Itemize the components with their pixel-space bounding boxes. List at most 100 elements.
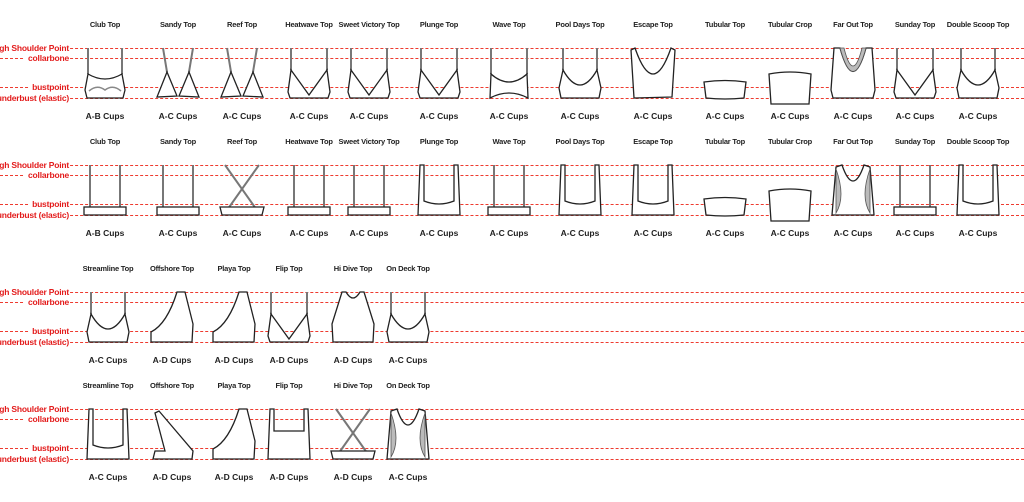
garment-vneck-drawing — [347, 48, 391, 99]
garment-scoop-drawing — [86, 292, 130, 343]
cup-size-label: A-D Cups — [333, 472, 373, 482]
garment-band-drawing — [83, 165, 127, 216]
garment-square-drawing — [267, 408, 311, 460]
garment-name: Playa Top — [217, 381, 251, 390]
garment-ushape-drawing — [956, 164, 1000, 216]
guide-label-underbust: underbust (elastic) — [0, 454, 69, 464]
garment-cross-drawing — [330, 408, 376, 460]
garment-name: Hi Dive Top — [333, 264, 373, 273]
guide-label-collarbone: collarbone — [25, 297, 69, 307]
cup-size-label: A-D Cups — [333, 355, 373, 365]
cup-size-label: A-C Cups — [289, 228, 329, 238]
garment-band-drawing — [347, 165, 391, 216]
cup-size-label: A-C Cups — [833, 228, 873, 238]
garment-name: Wave Top — [492, 20, 526, 29]
garment-name: Double Scoop Top — [946, 137, 1010, 146]
garment-ushape-drawing — [558, 164, 602, 216]
garment-name: Sweet Victory Top — [338, 137, 400, 146]
garment-name: Heatwave Top — [285, 137, 333, 146]
guide-line-bustpoint — [0, 204, 1024, 205]
garment-name: Pool Days Top — [555, 137, 605, 146]
guide-label-hsp: High Shoulder Point — [0, 160, 69, 170]
cup-size-label: A-C Cups — [349, 228, 389, 238]
garment-name: Reef Top — [227, 20, 257, 29]
guide-line-underbust — [0, 459, 1024, 460]
guide-line-collarbone — [0, 302, 1024, 303]
garment-scoop-drawing — [956, 48, 1000, 99]
guide-label-hsp: High Shoulder Point — [0, 287, 69, 297]
guide-label-collarbone: collarbone — [25, 53, 69, 63]
cup-size-label: A-D Cups — [152, 355, 192, 365]
garment-tri-drawing — [156, 47, 200, 98]
guide-label-underbust: underbust (elastic) — [0, 93, 69, 103]
guide-label-hsp: High Shoulder Point — [0, 404, 69, 414]
garment-tri-drawing — [220, 47, 264, 98]
guide-label-bustpoint: bustpoint — [29, 326, 69, 336]
garment-ushape-drawing — [631, 164, 675, 216]
garment-name: Double Scoop Top — [946, 20, 1010, 29]
guide-line-hsp — [0, 292, 1024, 293]
garment-vneck-drawing — [267, 292, 311, 343]
garment-ushape-drawing — [86, 408, 130, 460]
garment-vneck-drawing — [287, 48, 331, 99]
cup-size-label: A-D Cups — [152, 472, 192, 482]
garment-name: Sandy Top — [160, 137, 196, 146]
guide-line-bustpoint — [0, 448, 1024, 449]
guide-label-collarbone: collarbone — [25, 170, 69, 180]
garment-name: Tubular Crop — [767, 20, 813, 29]
garment-name: Sunday Top — [894, 20, 936, 29]
guide-line-hsp — [0, 165, 1024, 166]
guide-label-hsp: High Shoulder Point — [0, 43, 69, 53]
cup-size-label: A-C Cups — [158, 228, 198, 238]
cup-size-label: A-C Cups — [560, 111, 600, 121]
cup-size-label: A-C Cups — [958, 228, 998, 238]
cup-size-label: A-D Cups — [269, 355, 309, 365]
cup-size-label: A-D Cups — [214, 355, 254, 365]
guide-label-bustpoint: bustpoint — [29, 443, 69, 453]
garment-racer-drawing — [386, 408, 430, 460]
guide-label-bustpoint: bustpoint — [29, 199, 69, 209]
garment-name: Club Top — [89, 20, 121, 29]
cup-size-label: A-C Cups — [88, 355, 128, 365]
guide-label-underbust: underbust (elastic) — [0, 337, 69, 347]
guide-line-hsp — [0, 48, 1024, 49]
garment-club-drawing — [84, 48, 126, 99]
cup-size-label: A-D Cups — [214, 472, 254, 482]
garment-name: On Deck Top — [386, 264, 430, 273]
cup-size-label: A-C Cups — [88, 472, 128, 482]
garment-racer-drawing — [831, 164, 875, 216]
garment-farout-drawing — [830, 47, 876, 99]
cup-size-label: A-C Cups — [419, 228, 459, 238]
garment-band-drawing — [893, 165, 937, 216]
garment-name: Plunge Top — [419, 20, 459, 29]
guide-line-bustpoint — [0, 331, 1024, 332]
guide-line-collarbone — [0, 175, 1024, 176]
garment-name: Offshore Top — [149, 381, 195, 390]
garment-scoop-drawing — [558, 48, 602, 99]
cup-size-label: A-C Cups — [833, 111, 873, 121]
cup-size-label: A-C Cups — [349, 111, 389, 121]
cup-size-label: A-C Cups — [895, 228, 935, 238]
cup-size-label: A-C Cups — [770, 111, 810, 121]
garment-wave-drawing — [489, 48, 529, 100]
garment-vneck-drawing — [417, 48, 461, 99]
garment-band-drawing — [287, 165, 331, 216]
cup-size-label: A-C Cups — [388, 472, 428, 482]
cup-size-label: A-C Cups — [158, 111, 198, 121]
garment-bandeau-drawing — [703, 196, 747, 217]
garment-ushape-drawing — [417, 164, 461, 216]
garment-name: Escape Top — [633, 137, 673, 146]
garment-name: Streamline Top — [82, 381, 134, 390]
garment-oneshoulder-drawing — [212, 408, 256, 460]
guide-label-underbust: underbust (elastic) — [0, 210, 69, 220]
cup-size-label: A-C Cups — [895, 111, 935, 121]
garment-oneshoulder-drawing — [212, 291, 256, 343]
guide-line-underbust — [0, 98, 1024, 99]
garment-name: Offshore Top — [149, 264, 195, 273]
cup-size-label: A-C Cups — [560, 228, 600, 238]
